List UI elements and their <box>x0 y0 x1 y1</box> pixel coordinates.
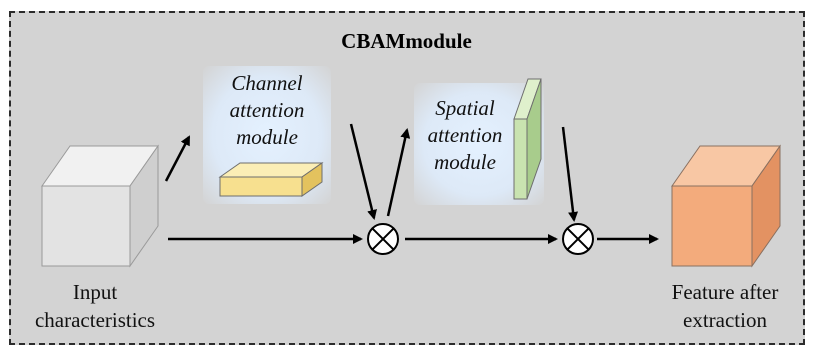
input-cube <box>41 144 159 268</box>
spatial-label-line3: module <box>434 150 496 174</box>
channel-label-line1: Channel <box>231 71 303 95</box>
input-label-line1: Input <box>72 280 118 304</box>
spatial-attention-bar <box>513 78 542 200</box>
arrow-mult1-to-spatial <box>386 128 411 217</box>
spatial-label-line1: Spatial <box>435 96 495 120</box>
output-label-line2: extraction <box>683 308 767 332</box>
spatial-attention-label: Spatial attention module <box>410 95 520 176</box>
arrow-input-to-channel <box>164 135 191 182</box>
multiply-node-2-icon <box>562 223 594 255</box>
channel-label-line2: attention <box>229 98 305 122</box>
input-label-line2: characteristics <box>34 308 156 332</box>
arrow-channel-to-mult1 <box>349 123 377 220</box>
spatial-label-line2: attention <box>427 123 503 147</box>
channel-attention-label: Channel attention module <box>203 70 331 151</box>
multiply-node-1-icon <box>367 223 399 255</box>
channel-label-line3: module <box>236 125 298 149</box>
channel-attention-bar <box>218 162 324 197</box>
output-cube <box>671 144 781 268</box>
diagram-title: CBAMmodule <box>341 29 472 53</box>
arrow-spatial-to-mult2 <box>561 126 579 222</box>
output-label-line1: Feature after <box>671 280 779 304</box>
output-label: Feature after extraction <box>650 278 800 334</box>
input-label: Input characteristics <box>20 278 170 334</box>
